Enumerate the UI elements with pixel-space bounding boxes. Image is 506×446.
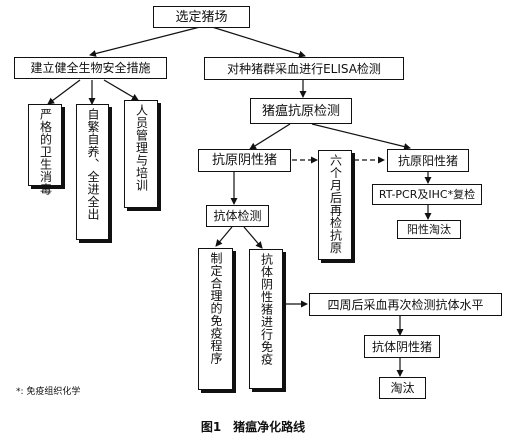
cull-box: 淘汰 (379, 377, 426, 399)
four-weeks-box: 四周后采血再次检测抗体水平 (309, 293, 502, 316)
antibody-negative-label: 抗体阴性猪 (371, 339, 432, 354)
rtpcr-box: RT-PCR及IHC*复检 (372, 184, 482, 205)
elisa-label: 对种猪群采血进行ELISA检测 (227, 61, 381, 76)
arrow-antigen-to-positive (311, 123, 411, 150)
antigen-positive-label: 抗原阳性猪 (397, 153, 458, 168)
antibody-negative-box: 抗体阴性猪 (364, 335, 440, 358)
positive-cull-label: 阳性淘汰 (407, 223, 451, 236)
select-farm-label: 选定猪场 (175, 9, 228, 25)
self-breeding-label: 自繁自养、全进全出 (86, 108, 100, 221)
positive-cull-box: 阳性淘汰 (397, 220, 461, 239)
immune-program-label: 制定合理的免疫程序 (209, 252, 223, 365)
antibody-negative-vaccinate-box: 抗体阴性猪进行免疫 (249, 249, 283, 389)
antigen-positive-box: 抗原阳性猪 (387, 149, 469, 172)
arrow-antibody-to-immune-program (215, 226, 233, 247)
arrow-biosecurity-to-hygiene (47, 79, 81, 105)
figure-caption: 图1 猪瘟净化路线 (0, 418, 506, 435)
biosecurity-box: 建立健全生物安全措施 (14, 57, 167, 79)
staff-box: 人员管理与培训 (124, 100, 158, 208)
antigen-negative-box: 抗原阴性猪 (198, 149, 291, 172)
antigen-test-label: 猪瘟抗原检测 (261, 103, 340, 119)
antibody-negative-vaccinate-label: 抗体阴性猪进行免疫 (259, 253, 274, 366)
immune-program-box: 制定合理的免疫程序 (198, 248, 233, 390)
antibody-test-box: 抗体检测 (206, 205, 269, 227)
figure-caption-text: 猪瘟净化路线 (233, 420, 306, 434)
antibody-test-label: 抗体检测 (213, 209, 262, 223)
arrow-biosecurity-to-staff (103, 79, 139, 101)
antigen-test-box: 猪瘟抗原检测 (250, 98, 352, 124)
figure-caption-label: 图1 (200, 420, 222, 434)
elisa-box: 对种猪群采血进行ELISA检测 (204, 57, 404, 80)
arrow-antigen-to-negative (249, 123, 291, 150)
select-farm-box: 选定猪场 (153, 6, 250, 28)
antigen-negative-label: 抗原阴性猪 (211, 153, 277, 168)
footnote: *: 免疫组织化学 (16, 387, 81, 397)
hygiene-label: 严格的卫生消毒 (38, 108, 53, 196)
arrow-root-to-biosecurity (89, 26, 201, 57)
four-weeks-label: 四周后采血再次检测抗体水平 (327, 297, 484, 312)
arrow-root-to-elisa (211, 26, 306, 58)
hygiene-box: 严格的卫生消毒 (28, 104, 62, 196)
rtpcr-label: RT-PCR及IHC*复检 (378, 188, 476, 201)
six-months-box: 六个月后再检抗原 (318, 150, 352, 260)
cull-label: 淘汰 (390, 381, 415, 395)
arrow-antibody-to-negative-vaccinate (243, 226, 263, 249)
self-breeding-box: 自繁自养、全进全出 (76, 104, 109, 240)
staff-label: 人员管理与培训 (134, 104, 149, 192)
six-months-label: 六个月后再检抗原 (328, 154, 343, 254)
biosecurity-label: 建立健全生物安全措施 (30, 61, 151, 75)
